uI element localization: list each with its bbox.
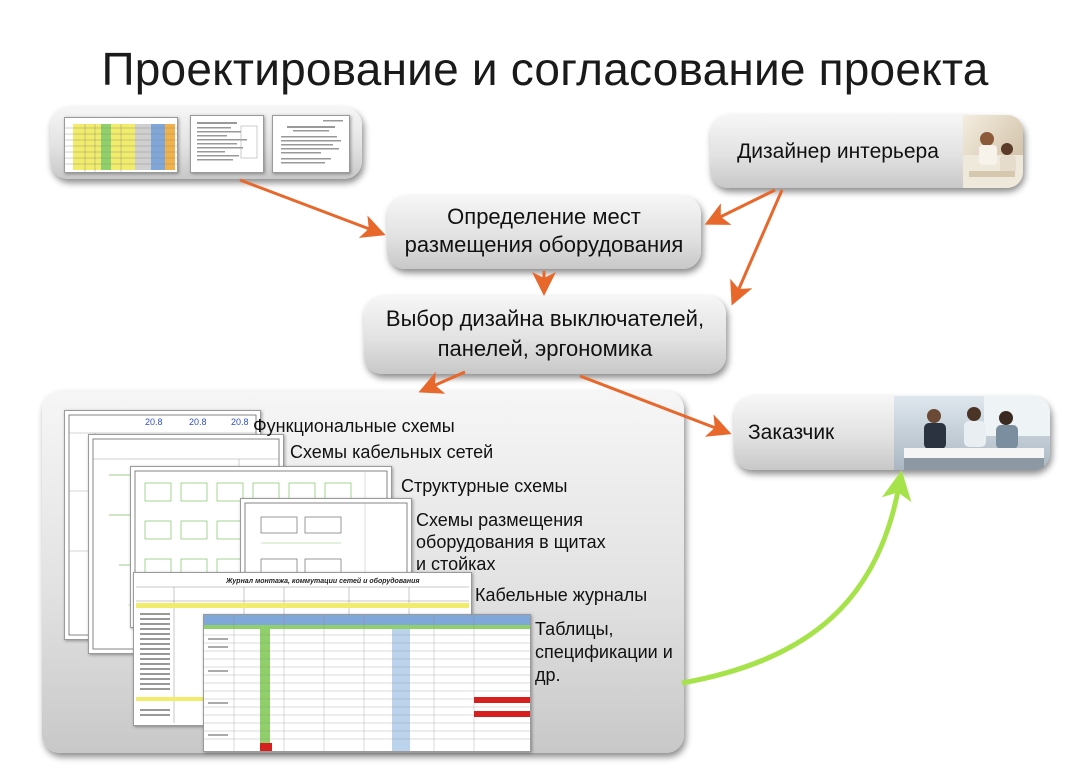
customer-box: Заказчик xyxy=(734,396,1050,470)
document-thumbnail-1 xyxy=(190,115,264,173)
document-thumbnail-2 xyxy=(272,115,350,173)
label-rack-placement-line3: и стойках xyxy=(416,554,496,574)
arrow-design-to-customer xyxy=(579,374,732,437)
designer-box: Дизайнер интерьера xyxy=(710,115,1023,188)
label-structural-schemes: Структурные схемы xyxy=(401,476,568,496)
label-cable-network-schemes: Схемы кабельных сетей xyxy=(290,442,494,462)
arrow-design-to-documents xyxy=(418,370,466,394)
source-documents-box xyxy=(50,107,362,179)
arrow-designer-to-design xyxy=(730,189,784,306)
equipment-placement-box: Определение мест размещения оборудования xyxy=(387,196,701,269)
arrow-designer-to-placement xyxy=(704,188,776,225)
customer-label: Заказчик xyxy=(748,421,835,444)
label-tables-line3: др. xyxy=(535,665,561,685)
switch-design-box: Выбор дизайна выключателей, панелей, эрг… xyxy=(364,296,726,374)
journal-title: Журнал монтажа, коммутации сетей и обору… xyxy=(225,577,420,585)
switch-design-line1: Выбор дизайна выключателей, xyxy=(385,306,705,331)
label-rack-placement-line1: Схемы размещения xyxy=(416,510,583,530)
sheet-number-1: 20.8 xyxy=(145,417,163,427)
label-rack-placement-line2: оборудования в щитах xyxy=(416,532,606,552)
equipment-placement-line1: Определение мест xyxy=(447,204,641,229)
arrow-docs-to-placement xyxy=(239,178,386,238)
equipment-placement-line2: размещения оборудования xyxy=(404,232,684,257)
specification-table-sheet xyxy=(203,614,531,752)
page-title: Проектирование и согласование проекта xyxy=(101,43,989,95)
label-tables-line2: спецификации и xyxy=(535,642,673,662)
spreadsheet-thumbnail xyxy=(64,117,178,173)
customer-meeting-photo-icon xyxy=(894,396,1050,470)
sheet-number-3: 20.8 xyxy=(231,417,249,427)
designer-photo-icon xyxy=(963,115,1023,188)
switch-design-line2: панелей, эргономика xyxy=(437,336,653,361)
arrow-documents-to-customer xyxy=(681,470,912,686)
label-cable-journals: Кабельные журналы xyxy=(475,585,648,605)
label-tables-line1: Таблицы, xyxy=(535,619,614,639)
label-functional-schemes: Функциональные схемы xyxy=(253,416,455,436)
designer-label: Дизайнер интерьера xyxy=(737,140,939,163)
sheet-number-2: 20.8 xyxy=(189,417,207,427)
